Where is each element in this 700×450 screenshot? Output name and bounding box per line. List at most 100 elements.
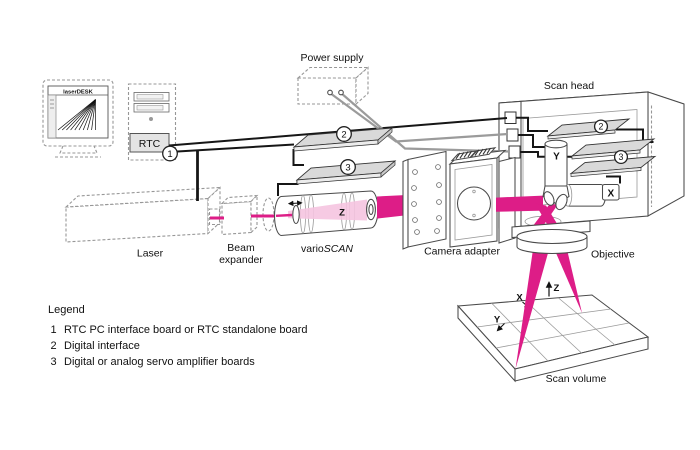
- z-axis-label-varioscan: Z: [339, 208, 345, 219]
- objective: Objective: [511, 220, 635, 261]
- deflected-beam-2: [534, 203, 559, 228]
- y-galvo-motor: [544, 143, 568, 187]
- power-supply-side: [355, 66, 369, 106]
- callout-2: 2: [341, 129, 346, 140]
- scan-volume: Z X Y Scan volume: [456, 281, 650, 385]
- varioscan-label-italic: SCAN: [324, 243, 354, 255]
- diverging-beam: [288, 199, 367, 221]
- power-supply-top: [296, 66, 370, 79]
- workstation-monitor: laserDESK: [42, 79, 114, 158]
- connector-slot-3: [508, 145, 521, 159]
- laser-marking-preview: [57, 99, 96, 131]
- cabling: [168, 89, 511, 153]
- legend: Legend 1 RTC PC interface board or RTC s…: [48, 304, 308, 368]
- z-axis-label-volume: Z: [554, 283, 560, 294]
- beam-expander-label-2: expander: [219, 254, 263, 266]
- software-title: laserDESK: [63, 90, 93, 96]
- legend-item-1-num: 1: [51, 324, 57, 336]
- expander-front: [221, 200, 252, 236]
- drive-bay-slot: [136, 105, 164, 111]
- adapter-inner-line: [454, 164, 493, 241]
- callout-1: 1: [167, 149, 172, 160]
- rtc-label: RTC: [139, 138, 161, 150]
- internal-cable-2: [518, 134, 545, 148]
- board-edge: [570, 167, 642, 177]
- head-callout-3: 3: [619, 152, 624, 162]
- y-galvo-top: [544, 139, 568, 149]
- focused-beam-left: [515, 249, 549, 369]
- interface-boards: 2 3: [277, 126, 397, 196]
- head-callout-2: 2: [599, 122, 604, 132]
- rtc-board: [129, 133, 170, 153]
- callout-1-circle: [162, 145, 178, 162]
- scan-field-grid: [476, 297, 630, 362]
- head-callout-2-circle: [593, 119, 609, 134]
- power-supply-label: Power supply: [300, 52, 364, 64]
- x-label-plate: [601, 183, 620, 201]
- board-edge: [377, 127, 393, 145]
- scan-head-label: Scan head: [544, 80, 594, 92]
- legend-item-1-text: RTC PC interface board or RTC standalone…: [64, 324, 308, 336]
- pc-tower: RTC: [127, 83, 177, 161]
- callout-3-circle: [340, 159, 356, 175]
- internal-cable-1: [516, 116, 548, 132]
- lens-travel-arrow: [287, 200, 303, 207]
- connector-slot-2: [506, 128, 519, 142]
- laser-label: Laser: [137, 248, 164, 260]
- power-supply-front: [297, 77, 357, 105]
- objective-top: [516, 228, 588, 245]
- power-supply: Power supply: [296, 52, 370, 106]
- board-edge: [380, 160, 396, 178]
- y-axis-arrow: [496, 323, 505, 332]
- power-cable-2: [340, 92, 511, 153]
- callout-2-circle: [336, 126, 352, 142]
- legend-item-2-num: 2: [51, 340, 57, 352]
- galvo-mirror-1: [543, 191, 555, 206]
- monitor-stand: [59, 145, 98, 154]
- expander-side: [250, 194, 258, 234]
- cable-board2-to-board3: [292, 149, 304, 166]
- toolbar-strip: [47, 94, 57, 139]
- head-callout-3-circle: [613, 149, 629, 165]
- objective-label: Objective: [591, 249, 635, 261]
- beam-expander-label-1: Beam: [227, 242, 255, 254]
- legend-title: Legend: [48, 304, 85, 316]
- galvo-mirror-2: [555, 193, 568, 211]
- legend-item-2-text: Digital interface: [64, 340, 140, 352]
- power-plug-2: [338, 89, 344, 96]
- screw: [472, 213, 476, 218]
- varioscan-label-regular: vario: [301, 243, 324, 255]
- laser-top: [64, 186, 222, 208]
- adapter-plate-edge: [402, 158, 409, 250]
- cable-board3-to-varioscan: [277, 180, 299, 196]
- y-axis-label-galvo: Y: [553, 152, 560, 163]
- vent-hatch: [474, 147, 491, 156]
- scan-field-top: [456, 294, 650, 370]
- scan-head-inner-wall: [522, 109, 638, 207]
- y-axis-label-volume: Y: [494, 315, 501, 326]
- vent-hatch: [455, 150, 472, 160]
- internal-cable-5: [606, 175, 621, 184]
- scan-head-right-face: [647, 91, 685, 217]
- movable-lens: [292, 204, 300, 225]
- beam-into-varioscan: [275, 213, 293, 217]
- screw: [472, 189, 476, 194]
- legend-item-3-text: Digital or analog servo amplifier boards: [64, 356, 255, 368]
- varioscan-label: varioSCAN: [301, 243, 353, 255]
- cable-rtc-to-interface-board: [168, 143, 295, 153]
- exit-lens-inner: [368, 203, 374, 216]
- scan-field-front-edge: [514, 336, 649, 382]
- adapter-perforated-plate: [407, 150, 447, 248]
- scan-volume-label: Scan volume: [546, 373, 607, 385]
- power-button: [149, 117, 153, 121]
- varioscan: Z varioSCAN: [274, 190, 379, 255]
- legend-item-3-num: 3: [51, 356, 57, 368]
- callout-3: 3: [345, 162, 350, 173]
- camera-port: [456, 186, 492, 221]
- camera-adapter: Camera adapter: [402, 147, 516, 258]
- x-axis-label-volume: X: [516, 293, 523, 304]
- camera-adapter-label: Camera adapter: [424, 246, 500, 258]
- focused-beam-right: [554, 249, 582, 313]
